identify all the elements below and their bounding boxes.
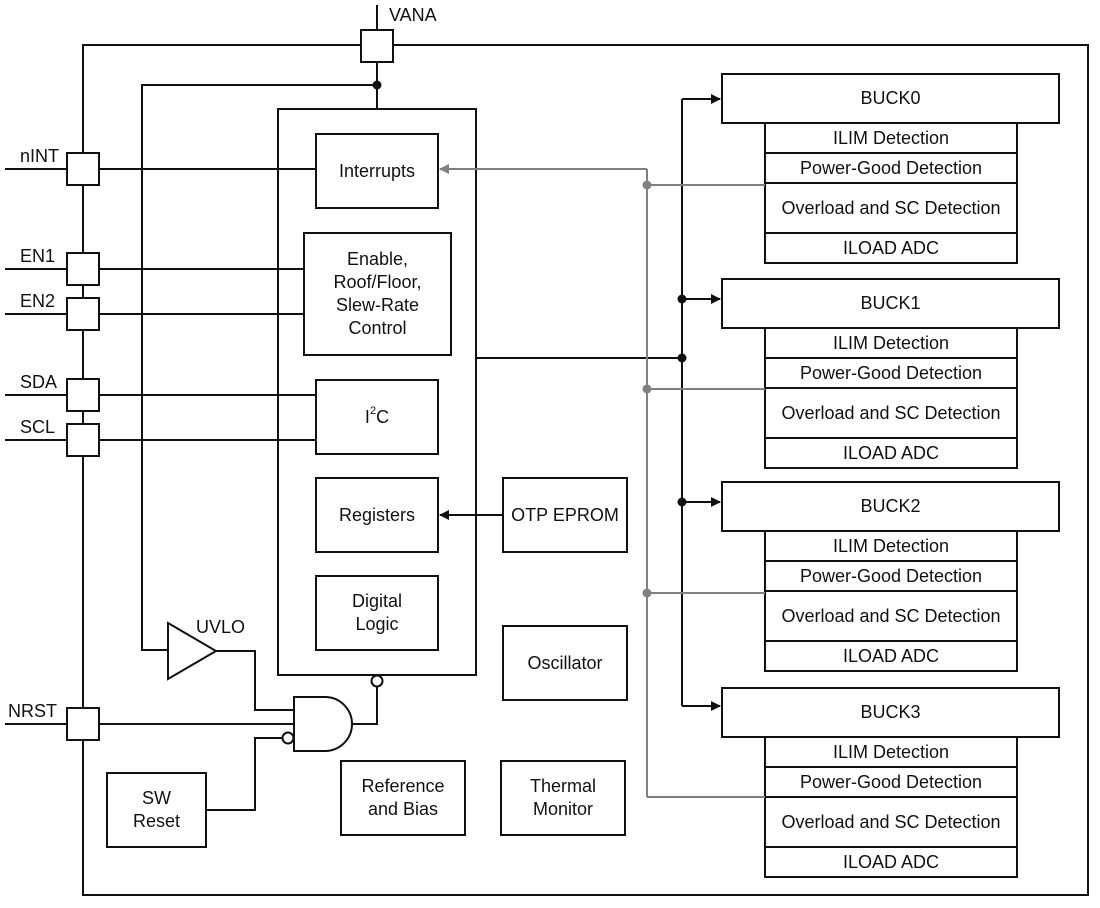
sw-reset-label: SW Reset	[132, 788, 181, 831]
buck0-power-good-detection: Power-Good Detection	[799, 157, 983, 178]
buck2-title: BUCK2	[860, 496, 921, 516]
buck3-ilim-detection: ILIM Detection	[832, 741, 950, 762]
reference-bias-label: Reference and Bias	[361, 776, 445, 819]
buck3-overload-sc-detection: Overload and SC Detection	[781, 811, 1001, 832]
buck0-ilim-detection: ILIM Detection	[832, 127, 950, 148]
buck2-power-good-detection: Power-Good Detection	[799, 565, 983, 586]
oscillator-label: Oscillator	[527, 652, 603, 673]
buck3-title: BUCK3	[860, 702, 921, 722]
en1-pin-label: EN1	[20, 245, 56, 266]
i2c-box	[315, 379, 439, 455]
sw-reset-inverter-bubble	[281, 731, 295, 745]
oscillator-box	[502, 625, 628, 701]
buck0-iload-adc: ILOAD ADC	[842, 237, 940, 258]
digital-logic-label: Digital Logic	[351, 591, 403, 634]
interrupts-label: Interrupts	[338, 160, 416, 181]
buck0-title: BUCK0	[860, 88, 921, 108]
buck2-overload-sc-detection: Overload and SC Detection	[781, 605, 1001, 626]
nint-pin-label: nINT	[20, 145, 60, 166]
chip-outline	[82, 44, 1089, 896]
uvlo-comparator	[167, 621, 218, 681]
buck2-iload-adc: ILOAD ADC	[842, 645, 940, 666]
en2-pin-label: EN2	[20, 290, 56, 311]
buck1-ilim-detection: ILIM Detection	[832, 332, 950, 353]
buck3-power-good-detection: Power-Good Detection	[799, 771, 983, 792]
i2c-label-suffix: C	[376, 406, 390, 427]
buck1-title: BUCK1	[860, 293, 921, 313]
nrst-pin-label: NRST	[8, 700, 57, 721]
sda-pin-label: SDA	[20, 371, 58, 392]
enable-control-label: Enable, Roof/Floor, Slew-Rate Control	[333, 249, 422, 338]
registers-box	[315, 477, 439, 553]
digital-logic-box	[315, 575, 439, 651]
interrupts-box	[315, 133, 439, 209]
registers-label: Registers	[338, 504, 416, 525]
core-inverter-bubble	[370, 674, 384, 688]
scl-pin-label: SCL	[20, 416, 56, 437]
enable-control-box	[303, 232, 452, 356]
buck1-power-good-detection: Power-Good Detection	[799, 362, 983, 383]
vana-pin-pad	[360, 29, 394, 63]
uvlo-label: UVLO	[196, 616, 246, 637]
thermal-monitor-box	[500, 760, 626, 836]
i2c-label-prefix: I	[364, 406, 370, 427]
vana-pin-label: VANA	[389, 4, 437, 25]
reset-and-gate	[293, 696, 353, 752]
nrst-pin-pad	[66, 707, 100, 741]
reference-bias-box	[340, 760, 466, 836]
buck0-overload-sc-detection: Overload and SC Detection	[781, 197, 1001, 218]
otp-eprom-label: OTP EPROM	[511, 504, 619, 525]
buck1-iload-adc: ILOAD ADC	[842, 442, 940, 463]
buck2-ilim-detection: ILIM Detection	[832, 535, 950, 556]
thermal-monitor-label: Thermal Monitor	[529, 776, 596, 819]
buck1-overload-sc-detection: Overload and SC Detection	[781, 402, 1001, 423]
buck3-iload-adc: ILOAD ADC	[842, 851, 940, 872]
